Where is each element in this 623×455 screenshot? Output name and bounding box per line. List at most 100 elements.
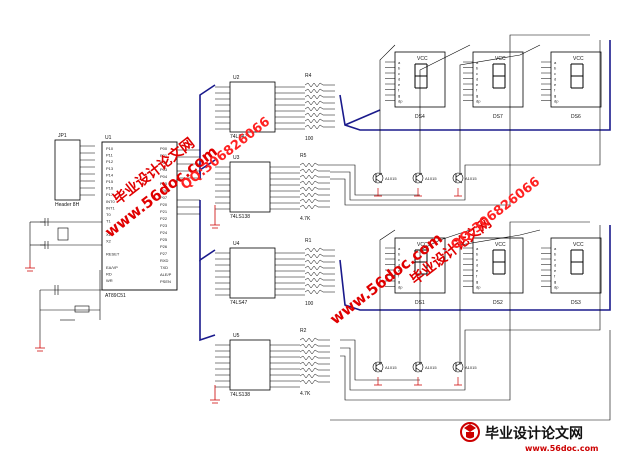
mcu-pin-label: P06: [160, 188, 168, 193]
mcu-left-pin-labels: P10P11P12P13P14P15P16P17INT0INT1T0T1X1X2…: [106, 146, 120, 283]
mcu-pin-label: P03: [160, 167, 168, 172]
transistor-label: A1015: [385, 365, 397, 370]
segment-pin-label: g: [398, 279, 400, 284]
mcu-pin-label: P02: [160, 160, 168, 165]
resnet-footer: 4.7K: [300, 216, 311, 222]
bus-wiring: [199, 40, 611, 342]
mcu-right-pin-labels: P00P01P02P03P04P05P06P07P20P21P22P23P24P…: [160, 146, 172, 284]
mcu-pin-label: P04: [160, 174, 168, 179]
resistor-network: R24.7K: [299, 328, 330, 397]
mcu-pin-label: TXD: [160, 265, 168, 270]
segment-pin-label: b: [554, 252, 557, 257]
mcu-pin-label: RESET: [106, 252, 120, 257]
mcu-pin-label: P14: [106, 172, 114, 177]
connector-name: JP1: [58, 133, 67, 139]
mcu-pin-label: P17: [106, 192, 114, 197]
mcu-pin-label: P13: [106, 166, 114, 171]
segment-pin-label: dp: [554, 285, 559, 290]
connector-footer: Header 8H: [55, 202, 80, 208]
segment-pin-label: d: [554, 263, 556, 268]
mcu-pin-label: P00: [160, 146, 168, 151]
mcu-pin-label: P23: [160, 223, 168, 228]
segment-pin-label: g: [554, 93, 556, 98]
segment-pin-label: d: [476, 77, 478, 82]
ground-symbols: [25, 205, 220, 404]
mcu-pin-label: P10: [106, 146, 114, 151]
display-name: DS2: [493, 300, 503, 306]
mcu-pin-label: P21: [160, 209, 168, 214]
segment-pin-label: a: [554, 246, 557, 251]
mcu-u1: U1 AT89C51 P10P11P12P13P14P15P16P17INT0I…: [101, 135, 178, 299]
display-name: DS6: [571, 114, 581, 120]
segment-pin-label: dp: [476, 99, 481, 104]
vcc-label: VCC: [573, 56, 584, 62]
decoder-footer: 74LS47: [230, 134, 247, 140]
segment-pin-label: c: [554, 71, 556, 76]
transistor-label: A1015: [425, 365, 437, 370]
segment-pin-label: c: [476, 71, 478, 76]
vcc-label: VCC: [417, 242, 428, 248]
footer-logo: 毕业设计论文网 www.56doc.com: [460, 422, 598, 453]
mcu-pin-label: ALE/P: [160, 272, 172, 277]
segment-pin-label: b: [398, 66, 401, 71]
mcu-pin-label: T1: [106, 219, 111, 224]
mcu-pin-label: PSEN: [160, 279, 171, 284]
mcu-pin-label: P26: [160, 244, 168, 249]
mcu-pin-label: RXD: [160, 258, 169, 263]
decoder-footer: 74LS138: [230, 214, 250, 220]
segment-pin-label: b: [398, 252, 401, 257]
segment-pin-label: g: [554, 279, 556, 284]
pnp-transistor: A1015: [452, 361, 477, 386]
signal-wiring: [177, 34, 611, 421]
segment-pin-label: g: [476, 93, 478, 98]
segment-pin-label: b: [554, 66, 557, 71]
seven-segment-displays: VCCabcdefgdpDS4VCCabcdefgdpDS7VCCabcdefg…: [385, 51, 602, 306]
resnet-name: R2: [300, 328, 307, 334]
mcu-pin-label: T0: [106, 212, 111, 217]
segment-pin-label: e: [476, 268, 479, 273]
segment-pin-label: c: [554, 257, 556, 262]
segment-pin-label: f: [554, 274, 556, 279]
mcu-pin-label: P07: [160, 195, 168, 200]
resnet-name: R5: [300, 153, 307, 159]
footer-url-text: www.56doc.com: [525, 444, 598, 453]
segment-pin-label: b: [476, 252, 479, 257]
segment-pin-label: e: [554, 82, 557, 87]
segment-pin-label: f: [554, 88, 556, 93]
decoder-name: U2: [233, 75, 240, 81]
segment-pin-label: d: [398, 263, 400, 268]
segment-pin-label: c: [476, 257, 478, 262]
transistor-label: A1015: [465, 365, 477, 370]
segment-pin-label: d: [554, 77, 556, 82]
connector-jp1: JP1 Header 8H: [54, 133, 95, 208]
transistor-label: A1015: [425, 176, 437, 181]
mcu-pin-label: X2: [106, 238, 112, 243]
mcu-pin-label: X1: [106, 232, 112, 237]
segment-pin-label: dp: [476, 285, 481, 290]
transistor-label: A1015: [465, 176, 477, 181]
mcu-pin-label: P22: [160, 216, 168, 221]
segment-pin-label: c: [398, 257, 400, 262]
mcu-pin-label: WR: [106, 278, 113, 283]
display-name: DS7: [493, 114, 503, 120]
mcu-pin-label: P01: [160, 153, 168, 158]
segment-pin-label: e: [476, 82, 479, 87]
mcu-pin-label: INT1: [106, 205, 115, 210]
decoder-name: U5: [233, 333, 240, 339]
resnet-footer: 100: [305, 301, 314, 307]
segment-pin-label: dp: [398, 285, 403, 290]
